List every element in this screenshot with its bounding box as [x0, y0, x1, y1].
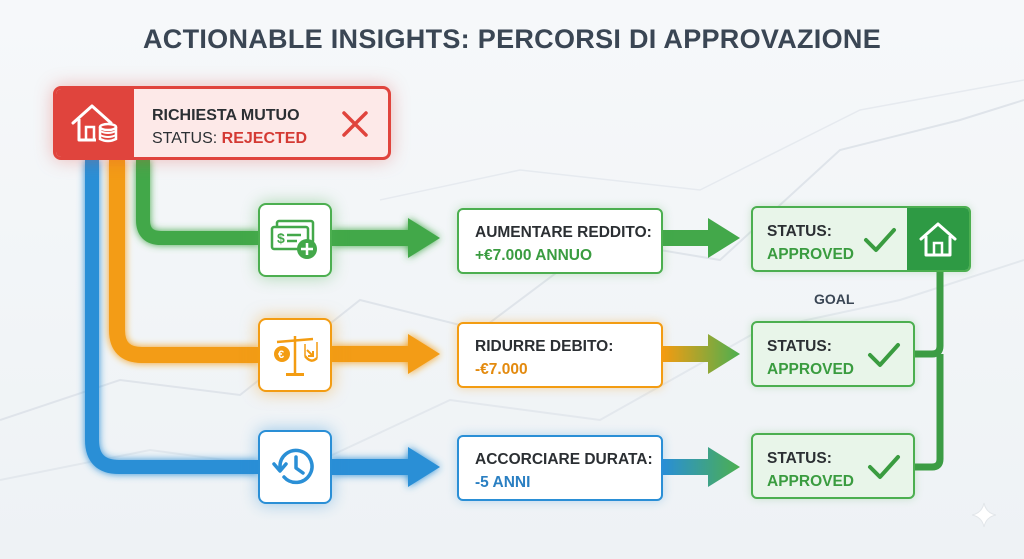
status-text: STATUS: APPROVED — [767, 447, 854, 493]
action-value: -€7.000 — [475, 361, 528, 378]
house-icon — [907, 208, 969, 270]
goal-connector — [915, 272, 944, 358]
action-card-reduce-debt[interactable]: RIDURRE DEBITO: -€7.000 — [457, 322, 663, 388]
sparkle-icon — [971, 502, 997, 528]
status-value: APPROVED — [767, 361, 854, 378]
status-label: STATUS: — [767, 450, 832, 467]
status-value: APPROVED — [767, 473, 854, 490]
orange-arrow-1 — [332, 334, 440, 374]
action-card-increase-income[interactable]: AUMENTARE REDDITO: +€7.000 ANNUO — [457, 208, 663, 274]
status-text: STATUS: APPROVED — [767, 335, 854, 381]
status-value: APPROVED — [767, 246, 854, 263]
request-name: RICHIESTA MUTUO — [152, 107, 300, 124]
green-arrow-1 — [332, 218, 440, 258]
mortgage-request-card[interactable]: RICHIESTA MUTUO STATUS: REJECTED — [53, 86, 391, 160]
action-title: ACCORCIARE DURATA: — [475, 451, 653, 468]
action-value: -5 ANNI — [475, 474, 531, 491]
request-text: RICHIESTA MUTUO STATUS: REJECTED — [152, 104, 307, 150]
action-value: +€7.000 ANNUO — [475, 247, 593, 264]
svg-text:€: € — [278, 349, 284, 361]
close-icon — [342, 111, 368, 137]
action-title: RIDURRE DEBITO: — [475, 338, 614, 355]
goal-label: GOAL — [814, 291, 855, 307]
orange-path-line — [109, 160, 258, 363]
blue-path-line — [85, 160, 258, 474]
history-clock-icon — [258, 430, 332, 504]
green-path-line — [136, 160, 258, 245]
check-icon — [868, 455, 900, 479]
status-card-goal[interactable]: STATUS: APPROVED — [751, 206, 971, 272]
scale-euro-icon: € — [258, 318, 332, 392]
request-status-value: REJECTED — [221, 130, 307, 147]
request-status: STATUS: REJECTED — [152, 127, 307, 150]
status-label: STATUS: — [767, 223, 832, 240]
status-card-3[interactable]: STATUS: APPROVED — [751, 433, 915, 499]
status-label: STATUS: — [767, 338, 832, 355]
request-status-label: STATUS: — [152, 130, 218, 147]
check-icon — [864, 228, 896, 252]
action-title: AUMENTARE REDDITO: — [475, 224, 652, 241]
page-title: ACTIONABLE INSIGHTS: PERCORSI DI APPROVA… — [142, 24, 882, 54]
orange-arrow-2 — [663, 334, 740, 374]
svg-text:$: $ — [277, 230, 285, 246]
status-text: STATUS: APPROVED — [767, 220, 854, 266]
goal-connector-bottom — [915, 354, 944, 471]
check-icon — [868, 343, 900, 367]
green-arrow-2 — [663, 218, 740, 258]
action-card-shorten-term[interactable]: ACCORCIARE DURATA: -5 ANNI — [457, 435, 663, 501]
blue-arrow-2 — [663, 447, 740, 487]
house-coins-icon — [56, 89, 134, 157]
status-card-2[interactable]: STATUS: APPROVED — [751, 321, 915, 387]
money-plus-icon: $ — [258, 203, 332, 277]
blue-arrow-1 — [332, 447, 440, 487]
